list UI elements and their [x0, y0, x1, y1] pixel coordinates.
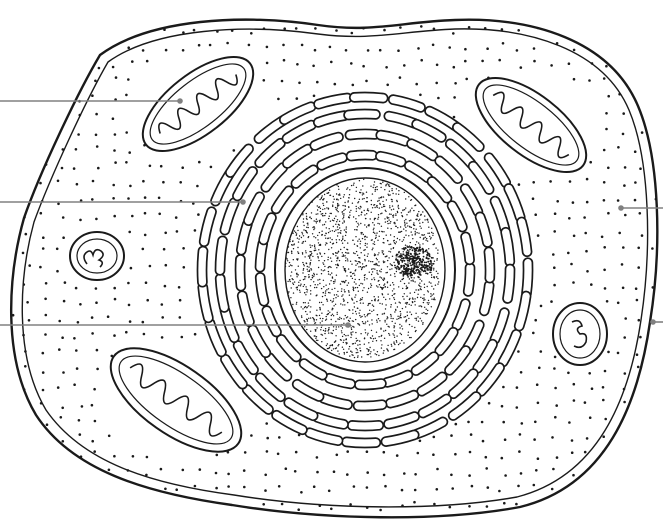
er-cisterna — [344, 110, 380, 120]
er-cisterna — [342, 437, 380, 447]
er-cisterna — [355, 379, 386, 389]
er-cisterna — [236, 255, 246, 291]
er-cisterna — [354, 400, 387, 410]
er-cisterna — [464, 263, 475, 296]
lysosome-right — [553, 303, 607, 365]
er-cisterna — [345, 129, 379, 139]
er-cisterna — [347, 151, 378, 161]
nucleus — [275, 168, 455, 372]
er-cisterna — [350, 93, 388, 103]
er-cisterna — [503, 265, 514, 303]
lysosome-left — [70, 232, 124, 280]
er-cisterna — [197, 247, 207, 287]
er-cisterna — [348, 421, 384, 431]
er-cisterna — [215, 236, 227, 275]
pointer-right-lower — [650, 319, 663, 325]
er-cisterna — [484, 247, 494, 282]
